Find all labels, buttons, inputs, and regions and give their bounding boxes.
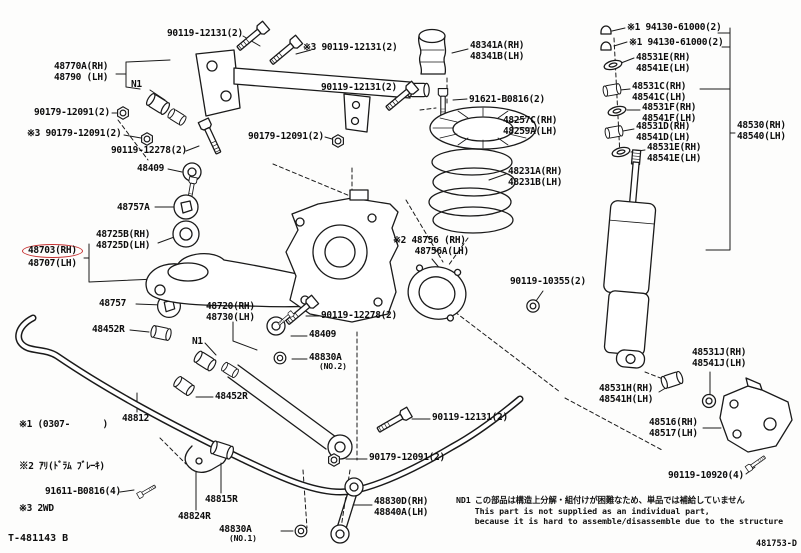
part-label-nut-48531j: 48531J(RH)48541J(LH) <box>692 347 747 369</box>
footnote-2: ※2 ｱﾘ(ﾄﾞﾗﾑ ﾌﾞﾚｰｷ) <box>19 461 105 472</box>
part-label-link-48830d: 48830D(RH)48840A(LH) <box>374 496 429 518</box>
part-label-bolt-90119-12131-star3: ※3 90119-12131(2) <box>303 42 398 53</box>
part-label-clamp-48824r: 48824R <box>178 511 211 522</box>
part-label-washer-48531e-1: 48531E(RH)48541E(LH) <box>636 52 691 74</box>
part-label-bush-48531d: 48531D(RH)48541D(LH) <box>636 121 691 143</box>
spring-seat-drawing <box>429 106 537 150</box>
shock-absorber-drawing <box>603 149 657 369</box>
part-label-nut-90179-12091-a: 90179-12091(2) <box>34 107 110 118</box>
upper-arm-drawing <box>117 20 430 204</box>
part-label-bolt-90119-10920: 90119-10920(4) <box>668 470 744 481</box>
construction-dashes <box>117 37 664 529</box>
part-label-nut-90119-10355: 90119-10355(2) <box>510 276 586 287</box>
part-label-arm-48703: 48703(RH)48707(LH) <box>22 244 83 269</box>
part-label-camwasher-48757: 48757 <box>99 298 127 309</box>
footnote-1: ※1 (0307- ) <box>19 419 108 430</box>
footnotes: ※1 (0307- ) ※2 ｱﾘ(ﾄﾞﾗﾑ ﾌﾞﾚｰｷ) ※3 2WD <box>19 390 108 544</box>
part-label-n1-upper: N1 <box>131 79 142 90</box>
part-label-stabilizer-48812: 48812 <box>122 413 150 424</box>
part-label-nut-90179-12091-star3: ※3 90179-12091(2) <box>27 128 122 139</box>
part-label-bushing-48452r-b: 48452R <box>215 391 248 402</box>
part-label-bolt-90119-12131-top: 90119-12131(2) <box>167 28 243 39</box>
lower-arm1-drawing <box>192 349 353 460</box>
stabilizer-mounts-drawing <box>136 439 364 544</box>
part-label-washer-48531f: 48531F(RH)48541F(LH) <box>642 102 697 124</box>
part-label-upper-arm-48770a: 48770A(RH)48790 (LH) <box>54 61 109 83</box>
part-label-bushing-48725b: 48725B(RH)48725D(LH) <box>96 229 151 251</box>
stabilizer-bar-drawing <box>15 314 524 496</box>
part-label-nut-48830a-no1: 48830A(NO.1) <box>219 524 257 543</box>
part-label-bracket-48516: 48516(RH)48517(LH) <box>649 417 698 439</box>
part-label-camwasher-48757a: 48757A <box>117 202 150 213</box>
part-label-arm-48720: 48720(RH)48730(LH) <box>206 301 255 323</box>
part-label-spring-48231a: 48231A(RH)48231B(LH) <box>508 166 563 188</box>
nd1-tag: ND1 <box>456 495 471 505</box>
part-label-n1-lower: N1 <box>192 336 203 347</box>
part-label-bushing-48452r-a: 48452R <box>92 324 125 335</box>
part-label-bolt-90119-12278-b: 90119-12278(2) <box>321 310 397 321</box>
footnote-3: ※3 2WD <box>19 503 54 514</box>
part-label-bolt-91621-b0816: 91621-B0816(2) <box>469 94 545 105</box>
part-label-bush-48531c: 48531C(RH)48541C(LH) <box>632 81 687 103</box>
part-label-bolt-90119-12131-mid: 90119-12131(2) <box>321 82 397 93</box>
bump-stop-drawing <box>417 28 447 75</box>
part-label-bushing-48815r: 48815R <box>205 494 238 505</box>
part-label-bolt-90119-12278-a: 90119-12278(2) <box>111 145 187 156</box>
part-label-nut-94130-2: ※1 94130-61000(2) <box>629 37 724 48</box>
part-label-nut-90179-12091-bottom: 90179-12091(2) <box>369 452 445 463</box>
part-label-washer-48409-a: 48409 <box>137 163 165 174</box>
knuckle-drawing <box>285 189 399 323</box>
part-label-nut-90179-12091-mid: 90179-12091(2) <box>248 131 324 142</box>
part-label-nut-94130-1: ※1 94130-61000(2) <box>627 22 722 33</box>
drawing-code-left: T-481143 B <box>8 533 69 544</box>
part-label-bolt-90119-12131-bottom: 90119-12131(2) <box>432 412 508 423</box>
dust-plate-drawing <box>407 264 467 322</box>
part-label-screw-91611-b0816: 91611-B0816(4) <box>45 486 121 497</box>
bracket-48516-drawing <box>719 377 793 453</box>
part-label-bumper-48341a: 48341A(RH)48341B(LH) <box>470 40 525 62</box>
part-label-plate-48756: ※2 48756 (RH) 48756A(LH) <box>393 235 469 257</box>
part-label-washer-48531e-2: 48531E(RH)48541E(LH) <box>647 142 702 164</box>
part-label-nut-48830a-no2: 48830A(NO.2) <box>309 352 347 371</box>
part-label-seat-48257c: 48257C(RH)48259A(LH) <box>503 115 558 137</box>
part-label-shock-48530: 48530(RH)48540(LH) <box>737 120 786 142</box>
drawing-code-right: 481753-D <box>756 539 797 549</box>
part-label-bushing-48531h: 48531H(RH)48541H(LH) <box>599 383 654 405</box>
coil-spring-drawing <box>428 148 516 234</box>
part-label-washer-48409-b: 48409 <box>309 329 337 340</box>
